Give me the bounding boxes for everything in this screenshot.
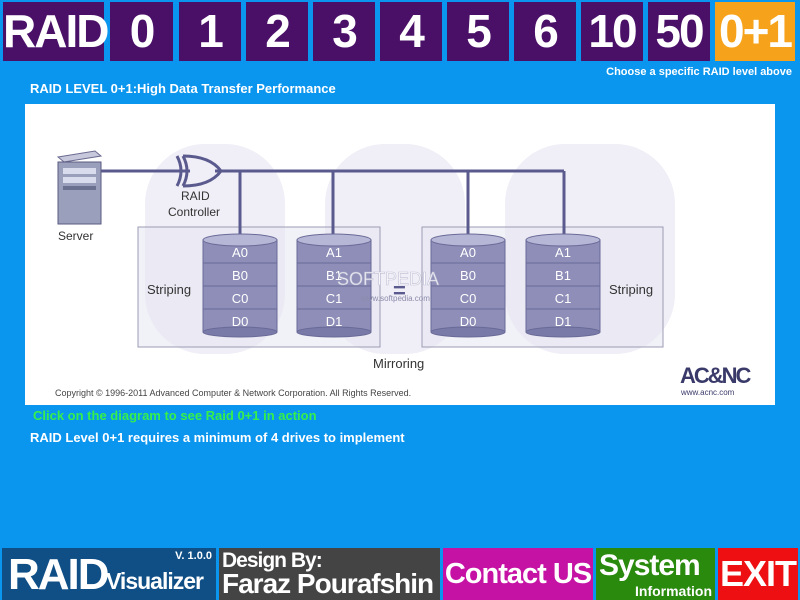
- exit-button[interactable]: EXIT: [718, 548, 798, 600]
- disk-top-cap: [430, 233, 506, 247]
- tab-raid-10[interactable]: 10: [581, 2, 643, 61]
- raid-level-tabs: RAID 0 1 2 3 4 5 6 10 50 0+1: [0, 0, 800, 64]
- app-version: V. 1.0.0: [175, 550, 212, 562]
- author-name: Faraz Pourafshin: [222, 568, 434, 599]
- right-striping-label: Striping: [609, 282, 653, 297]
- server-label: Server: [58, 229, 93, 243]
- tab-raid-6[interactable]: 6: [514, 2, 576, 61]
- server-icon: [56, 150, 103, 225]
- bus-lines: [99, 169, 566, 244]
- tab-raid-3[interactable]: 3: [313, 2, 375, 61]
- disk-block-label: A1: [555, 245, 571, 260]
- disk-block-label: B0: [232, 268, 248, 283]
- disk-block-label: C0: [460, 291, 477, 306]
- information-label: Information: [635, 583, 712, 599]
- softpedia-watermark-url: www.softpedia.com: [360, 294, 430, 303]
- drive-requirement-text: RAID Level 0+1 requires a minimum of 4 d…: [30, 430, 405, 445]
- disk-block-label: D1: [555, 314, 572, 329]
- system-information-button[interactable]: System Information: [596, 548, 715, 600]
- disk-block-label: D0: [232, 314, 249, 329]
- design-by-label: Design By:: [222, 549, 323, 572]
- disk-block-label: A0: [232, 245, 248, 260]
- disk-block-label: D0: [460, 314, 477, 329]
- disk-bottom-cap: [525, 326, 601, 338]
- tab-raid-5[interactable]: 5: [447, 2, 509, 61]
- disk-block-label: B1: [326, 268, 342, 283]
- tab-raid-0[interactable]: 0: [110, 2, 173, 61]
- raid-controller-icon: [175, 154, 223, 188]
- tab-raid-0-plus-1[interactable]: 0+1: [715, 2, 795, 61]
- equals-sign: =: [393, 278, 406, 303]
- disk-top-cap: [296, 233, 372, 247]
- tab-raid-2[interactable]: 2: [246, 2, 308, 61]
- app-name-raid: RAID: [8, 550, 110, 599]
- disk-bottom-cap: [202, 326, 278, 338]
- disk-top-cap: [525, 233, 601, 247]
- disk-block-label: C0: [232, 291, 249, 306]
- controller-label-line2: Controller: [168, 205, 220, 219]
- disk-block-label: C1: [326, 291, 343, 306]
- tab-raid-50[interactable]: 50: [648, 2, 710, 61]
- disk-top-cap: [202, 233, 278, 247]
- disk-block-label: A1: [326, 245, 342, 260]
- app-name-visualizer: Visualizer: [106, 568, 204, 594]
- tab-hint: Choose a specific RAID level above: [606, 66, 792, 78]
- click-diagram-hint: Click on the diagram to see Raid 0+1 in …: [33, 408, 317, 423]
- system-label: System: [599, 549, 701, 582]
- controller-label-line1: RAID: [181, 189, 210, 203]
- mirroring-label: Mirroring: [373, 356, 424, 371]
- disk-bottom-cap: [296, 326, 372, 338]
- footer-bar: RAID Visualizer V. 1.0.0 Design By: Fara…: [0, 546, 800, 600]
- disk-bottom-cap: [430, 326, 506, 338]
- author-credit: Design By: Faraz Pourafshin: [219, 548, 440, 600]
- contact-us-button[interactable]: Contact US: [443, 548, 593, 600]
- disk-block-label: D1: [326, 314, 343, 329]
- copyright-text: Copyright © 1996-2011 Advanced Computer …: [55, 388, 411, 398]
- page-title: RAID LEVEL 0+1:High Data Transfer Perfor…: [30, 81, 336, 96]
- acnc-logo: AC&NC: [680, 363, 752, 388]
- left-striping-label: Striping: [147, 282, 191, 297]
- tab-raid-4[interactable]: 4: [380, 2, 442, 61]
- acnc-logo-url: www.acnc.com: [680, 388, 735, 397]
- app-logo: RAID Visualizer V. 1.0.0: [2, 548, 216, 600]
- disk-block-label: B1: [555, 268, 571, 283]
- raid-diagram-svg: Server RAID Controller A0B0C0D0A1B1C1D1A…: [55, 144, 754, 398]
- tab-raid-1[interactable]: 1: [179, 2, 241, 61]
- tab-raid[interactable]: RAID: [3, 2, 109, 61]
- disk-block-label: C1: [555, 291, 572, 306]
- disk-block-label: A0: [460, 245, 476, 260]
- softpedia-watermark: SOFTPEDIA: [337, 269, 439, 289]
- disk-block-label: B0: [460, 268, 476, 283]
